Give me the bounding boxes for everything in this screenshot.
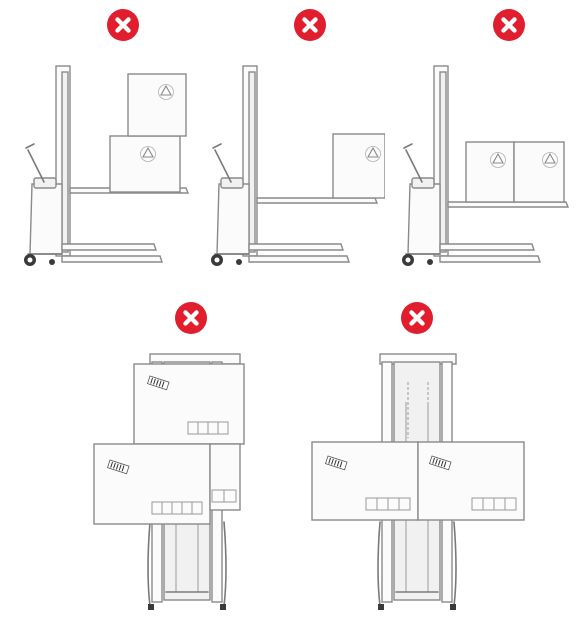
- panel-side-stacked-high: [20, 62, 200, 272]
- x-icon: [107, 9, 139, 41]
- panel-side-two-boxes-wide: [396, 62, 576, 272]
- x-icon: [493, 9, 525, 41]
- x-icon: [401, 302, 433, 334]
- x-icon: [175, 302, 207, 334]
- panel-front-stacked-offset: [92, 352, 252, 612]
- panel-side-overhang-forward: [205, 62, 385, 272]
- panel-front-wide-load: [308, 352, 533, 612]
- x-icon: [294, 9, 326, 41]
